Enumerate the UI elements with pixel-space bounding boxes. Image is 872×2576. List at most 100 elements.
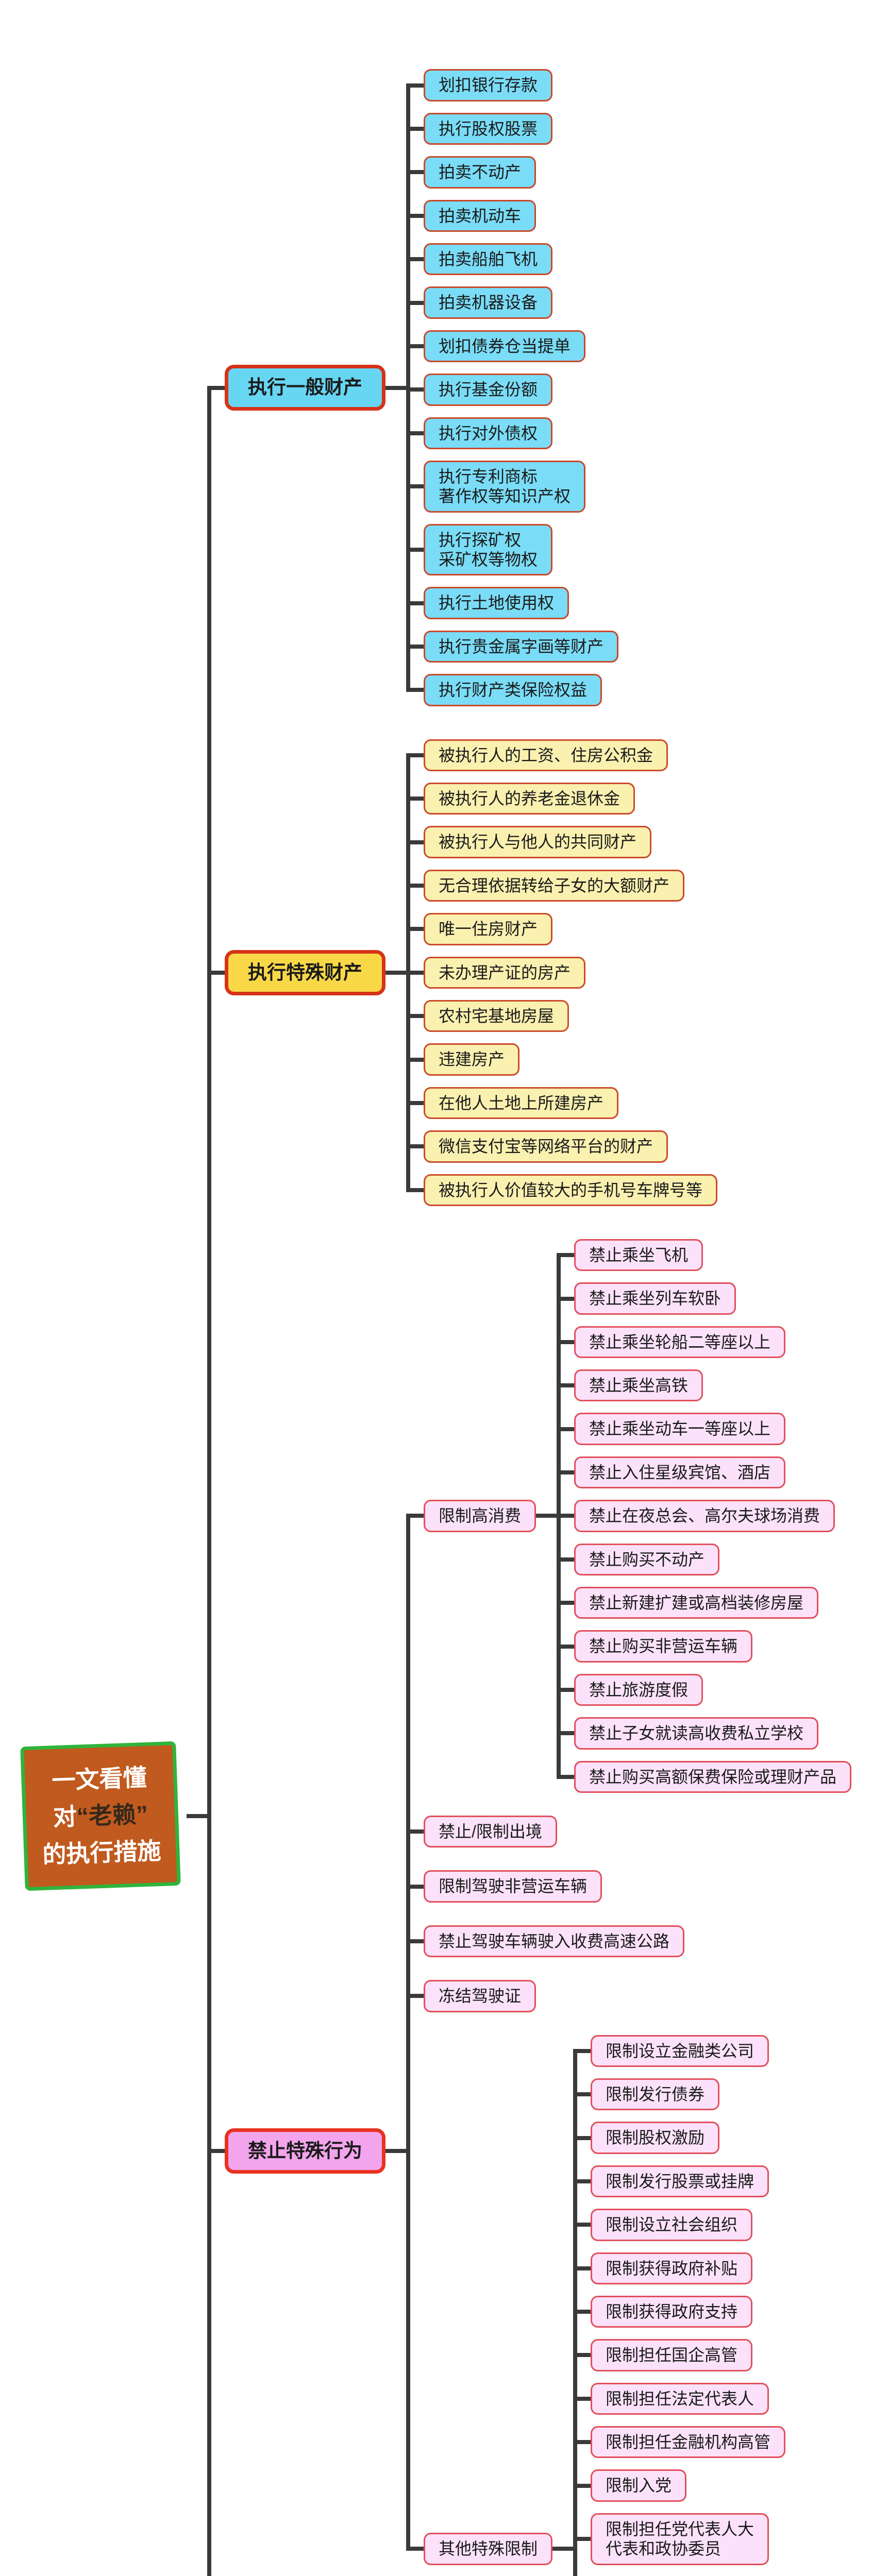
mindmap-root-branch: 一文看懂 对“老赖” 的执行措施 执行一般财产划扣银行存款执行股权股票拍卖不动产… (20, 69, 852, 2576)
mindmap-leaf: 限制设立金融类公司 (591, 2035, 769, 2067)
mindmap-row: 禁止乘坐动车一等座以上 (557, 1401, 851, 1446)
branch-label: 禁止特殊行为 (225, 2128, 385, 2174)
mindmap-row: 无合理依据转给子女的大额财产 (406, 858, 717, 902)
mindmap-row: 限制获得政府支持 (573, 2284, 818, 2328)
mindmap-leaf: 划扣债券仓当提单 (424, 330, 586, 363)
mindmap-row: 禁止乘坐高铁 (557, 1358, 851, 1402)
mindmap-row: 执行探矿权 采矿权等物权 (406, 512, 618, 576)
mindmap-row: 被执行人与他人的共同财产 (406, 815, 717, 859)
mindmap-leaf: 执行土地使用权 (424, 587, 569, 619)
mindmap-leaf: 禁止乘坐轮船二等座以上 (574, 1326, 786, 1359)
mindmap-leaf: 被执行人的工资、住房公积金 (424, 739, 668, 772)
mindmap-branch: 执行特殊财产 被执行人的工资、住房公积金被执行人的养老金退休金被执行人与他人的共同… (225, 739, 718, 1206)
mindmap-row: 拍卖不动产 (406, 145, 618, 189)
mindmap-row: 执行专利商标 著作权等知识产权 (406, 449, 618, 513)
mindmap-row: 拍卖船舶飞机 (406, 231, 618, 276)
mindmap-row: 禁止乘坐飞机 (557, 1239, 851, 1272)
mindmap-row: 限制获得政府补贴 (573, 2241, 818, 2285)
mindmap-leaf: 禁止乘坐动车一等座以上 (574, 1413, 786, 1445)
mindmap-row: 限制担任国企高管 (573, 2328, 818, 2372)
mindmap-row: 禁止/限制出境 (406, 1792, 851, 1848)
mindmap-leaf: 执行财产类保险权益 (424, 674, 602, 706)
mindmap-row: 限制担任金融机构高管 (573, 2414, 818, 2459)
branch-label: 执行一般财产 (225, 365, 385, 411)
mindmap-row: 限制设立金融类公司 (573, 2035, 818, 2067)
mindmap-row: 执行基金份额 (406, 362, 618, 406)
mindmap-row: 执行对外债权 (406, 405, 618, 450)
mindmap-row: 执行贵金属字画等财产 (406, 619, 619, 663)
mindmap-leaf: 限制发行债券 (591, 2078, 720, 2111)
children-group: 限制高消费禁止乘坐飞机禁止乘坐列车软卧禁止乘坐轮船二等座以上禁止乘坐高铁禁止乘坐… (385, 1239, 852, 2576)
mindmap-leaf: 拍卖机器设备 (424, 286, 553, 319)
mindmap-row: 限制担任法定代表人 (573, 2371, 818, 2415)
mindmap-leaf: 无合理依据转给子女的大额财产 (424, 869, 685, 902)
mindmap-row: 禁止购买高额保费保险或理财产品 (557, 1749, 852, 1793)
branch-label: 执行特殊财产 (225, 950, 385, 995)
mindmap-leaf: 拍卖船舶飞机 (424, 243, 553, 276)
mindmap-row: 禁止驾驶车辆驶入收费高速公路 (406, 1902, 851, 1958)
mindmap-row: 执行一般财产划扣银行存款执行股权股票拍卖不动产拍卖机动车拍卖船舶飞机拍卖机器设备… (207, 69, 851, 706)
mindmap-row: 划扣银行存款 (406, 69, 618, 102)
root-children: 执行一般财产划扣银行存款执行股权股票拍卖不动产拍卖机动车拍卖船舶飞机拍卖机器设备… (186, 69, 852, 2576)
mindmap-row: 未办理产证的房产 (406, 945, 717, 989)
mindmap-row: 微信支付宝等网络平台的财产 (406, 1119, 717, 1163)
mindmap-branch: 执行一般财产划扣银行存款执行股权股票拍卖不动产拍卖机动车拍卖船舶飞机拍卖机器设备… (225, 69, 619, 706)
mindmap-leaf: 微信支付宝等网络平台的财产 (424, 1130, 668, 1163)
children-group: 限制设立金融类公司限制发行债券限制股权激励限制发行股票或挂牌限制设立社会组织限制… (552, 2035, 818, 2576)
children-group: 禁止乘坐飞机禁止乘坐列车软卧禁止乘坐轮船二等座以上禁止乘坐高铁禁止乘坐动车一等座… (536, 1239, 852, 1793)
mindmap-leaf: 被执行人与他人的共同财产 (424, 826, 652, 858)
mindmap-leaf: 拍卖机动车 (424, 199, 536, 232)
mindmap-leaf: 划扣银行存款 (424, 69, 553, 101)
mindmap-row: 限制设立社会组织 (573, 2197, 818, 2241)
mindmap-leaf: 禁止入住星级宾馆、酒店 (574, 1456, 786, 1489)
mindmap-row: 其他特殊限制限制设立金融类公司限制发行债券限制股权激励限制发行股票或挂牌限制设立… (406, 2012, 851, 2576)
mindmap-leaf: 执行对外债权 (424, 417, 553, 449)
mindmap-leaf: 限制担任党代表人大 代表和政协委员 (591, 2513, 769, 2565)
subgroup-label: 限制高消费 (424, 1500, 536, 1532)
mindmap-branch: 禁止特殊行为限制高消费禁止乘坐飞机禁止乘坐列车软卧禁止乘坐轮船二等座以上禁止乘坐… (225, 1239, 852, 2576)
mindmap-leaf: 农村宅基地房屋 (424, 999, 569, 1032)
mindmap-leaf: 执行股权股票 (424, 112, 553, 145)
mindmap-leaf: 限制获得政府支持 (591, 2295, 753, 2328)
mindmap-row: 执行特殊财产 被执行人的工资、住房公积金被执行人的养老金退休金被执行人与他人的共同… (207, 706, 851, 1207)
mindmap-leaf: 禁止子女就读高收费私立学校 (574, 1717, 819, 1750)
mindmap-row: 禁止特殊行为限制高消费禁止乘坐飞机禁止乘坐列车软卧禁止乘坐轮船二等座以上禁止乘坐… (207, 1206, 852, 2576)
mindmap-row: 被执行人价值较大的手机号车牌号等 (406, 1162, 718, 1206)
mindmap-row: 禁止在夜总会、高尔夫球场消费 (557, 1488, 851, 1533)
root-title-line2-prefix: 对 (53, 1803, 77, 1831)
mindmap-row: 农村宅基地房屋 (406, 988, 717, 1032)
mindmap-row: 限制高消费禁止乘坐飞机禁止乘坐列车软卧禁止乘坐轮船二等座以上禁止乘坐高铁禁止乘坐… (406, 1239, 852, 1793)
mindmap-leaf: 限制入党 (591, 2469, 687, 2502)
mindmap-row: 禁止购买非营运车辆 (557, 1619, 851, 1663)
mindmap-leaf: 禁止旅游度假 (574, 1673, 703, 1706)
mindmap-row: 限制入党 (573, 2458, 818, 2502)
root-node: 一文看懂 对“老赖” 的执行措施 (20, 1741, 181, 1891)
mindmap-leaf: 禁止购买高额保费保险或理财产品 (574, 1760, 852, 1793)
mindmap-leaf: 执行探矿权 采矿权等物权 (424, 523, 553, 576)
mindmap-row: 禁止旅游度假 (557, 1662, 851, 1706)
mindmap-row: 在他人土地上所建房产 (406, 1075, 717, 1120)
mindmap-row: 禁止入住星级宾馆、酒店 (557, 1445, 851, 1489)
mindmap-leaf: 限制担任金融机构高管 (591, 2426, 786, 2459)
mindmap-leaf: 禁止乘坐列车软卧 (574, 1282, 736, 1315)
children-group: 划扣银行存款执行股权股票拍卖不动产拍卖机动车拍卖船舶飞机拍卖机器设备划扣债券仓当… (385, 69, 619, 706)
mindmap-leaf: 在他人土地上所建房产 (424, 1087, 619, 1120)
mindmap-leaf: 执行专利商标 著作权等知识产权 (424, 460, 586, 513)
mindmap-row: 违建房产 (406, 1032, 717, 1076)
mindmap-leaf: 禁止驾驶车辆驶入收费高速公路 (424, 1925, 685, 1958)
mindmap-row: 限制发行债券 (573, 2066, 818, 2111)
mindmap-row: 被执行人的养老金退休金 (406, 771, 717, 815)
mindmap-leaf: 冻结驾驶证 (424, 1980, 536, 2012)
mindmap-row: 禁止新建扩建或高档装修房屋 (557, 1575, 851, 1619)
mindmap-leaf: 限制担任法定代表人 (591, 2382, 769, 2415)
mindmap-leaf: 限制担任国企高管 (591, 2339, 753, 2371)
mindmap-leaf: 禁止/限制出境 (424, 1816, 557, 1848)
mindmap-row: 执行股权股票 (406, 101, 618, 145)
mindmap-row: 被执行人的工资、住房公积金 (406, 739, 717, 772)
mindmap-leaf: 禁止购买不动产 (574, 1543, 720, 1576)
mindmap-leaf: 禁止乘坐飞机 (574, 1239, 703, 1272)
subgroup-label: 其他特殊限制 (424, 2533, 553, 2565)
mindmap-row: 冻结驾驶证 (406, 1957, 851, 2012)
root-title-line3: 的执行措施 (42, 1837, 162, 1868)
mindmap-subgroup: 其他特殊限制限制设立金融类公司限制发行债券限制股权激励限制发行股票或挂牌限制设立… (424, 2035, 818, 2576)
